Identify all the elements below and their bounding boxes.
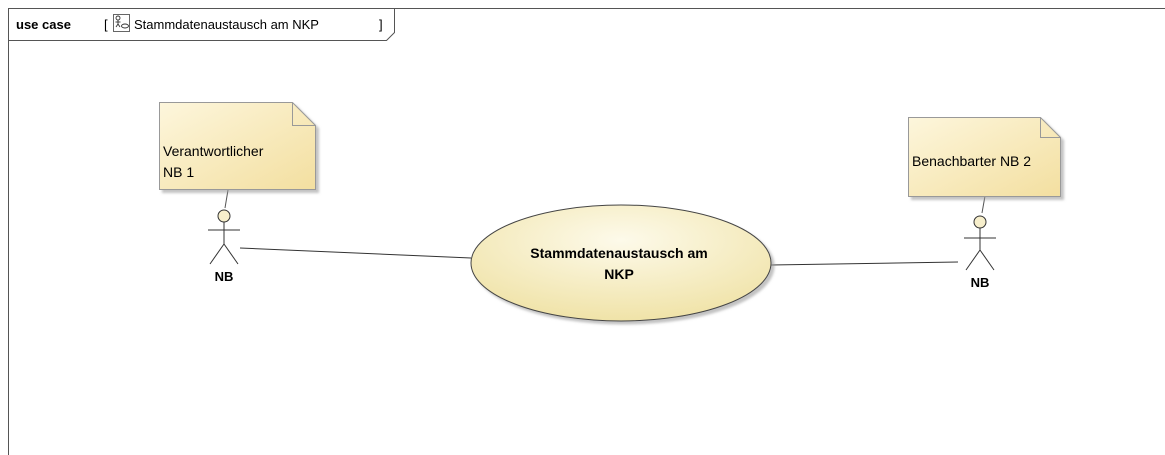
- association-left: [239, 247, 472, 259]
- note-line: Verantwortlicher: [163, 143, 264, 159]
- note-anchor-right: [981, 195, 986, 214]
- note-benachbarter[interactable]: Benachbarter NB 2: [908, 117, 1061, 197]
- diagram-frame: [8, 8, 1165, 455]
- use-case-line: Stammdatenaustausch am: [530, 245, 707, 261]
- use-case-stammdatenaustausch[interactable]: Stammdatenaustausch am NKP: [470, 204, 772, 322]
- note-line: NB 1: [163, 164, 194, 180]
- actor-icon: [208, 209, 240, 265]
- actor-nb-right[interactable]: NB: [964, 215, 996, 290]
- frame-title: Stammdatenaustausch am NKP: [134, 17, 319, 32]
- use-case-diagram-icon: [113, 14, 130, 32]
- note-anchor-left: [224, 189, 229, 209]
- frame-kind-label: use case: [16, 17, 71, 32]
- note-line: Benachbarter NB 2: [912, 153, 1031, 169]
- actor-icon: [964, 215, 996, 271]
- frame-close-bracket: ]: [379, 17, 383, 32]
- note-anchors: [224, 189, 986, 214]
- note-verantwortlicher[interactable]: Verantwortlicher NB 1: [159, 102, 316, 190]
- use-case-line: NKP: [604, 266, 634, 282]
- actor-label: NB: [215, 269, 234, 284]
- actor-label: NB: [971, 275, 990, 290]
- frame-header: use case [ Stammdatenaustausch am NKP ]: [16, 14, 383, 32]
- association-right: [770, 261, 959, 266]
- frame-open-bracket: [: [104, 17, 108, 32]
- actor-nb-left[interactable]: NB: [208, 209, 240, 284]
- associations: [239, 247, 959, 266]
